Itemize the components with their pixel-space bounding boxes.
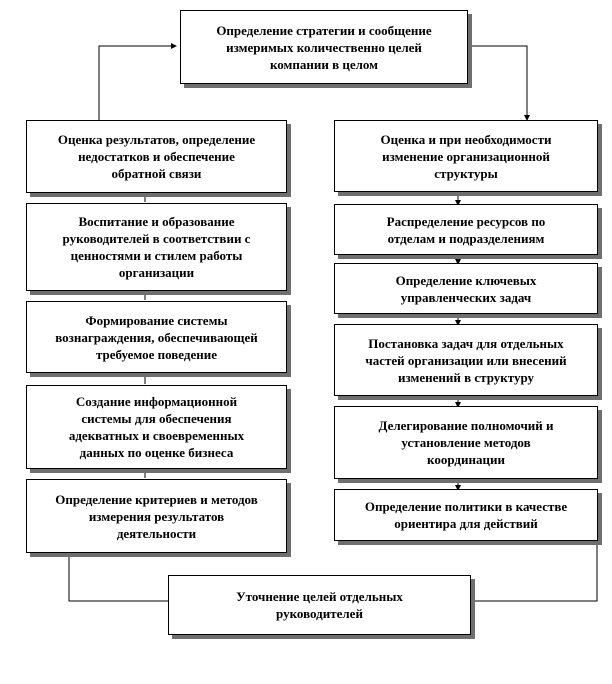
box-refine-goals: Уточнение целей отдельных руководителей [168, 575, 471, 635]
box-manager-education: Воспитание и образование руководителей в… [26, 203, 287, 291]
box-policy: Определение политики в качестве ориентир… [334, 489, 598, 541]
arrow-left-to-top [98, 43, 177, 120]
box-strategy: Определение стратегии и сообщение измери… [180, 10, 468, 84]
box-evaluate-results: Оценка результатов, определение недостат… [26, 120, 287, 193]
box-reward-system: Формирование системы вознаграждения, обе… [26, 301, 287, 373]
box-information-system: Создание информационной системы для обес… [26, 385, 287, 469]
arrow-top-to-right [468, 45, 530, 121]
arrow-bottom-to-left [66, 551, 168, 602]
arrow-right-to-bottom [469, 540, 598, 604]
box-resource-allocation: Распределение ресурсов по отделам и подр… [334, 204, 598, 255]
box-measurement-criteria: Определение критериев и методов измерени… [26, 479, 287, 553]
box-org-structure: Оценка и при необходимости изменение орг… [334, 120, 598, 192]
box-key-tasks: Определение ключевых управленческих зада… [334, 263, 598, 314]
box-task-assignment: Постановка задач для отдельных частей ор… [334, 324, 598, 396]
box-delegation: Делегирование полномочий и установление … [334, 406, 598, 479]
